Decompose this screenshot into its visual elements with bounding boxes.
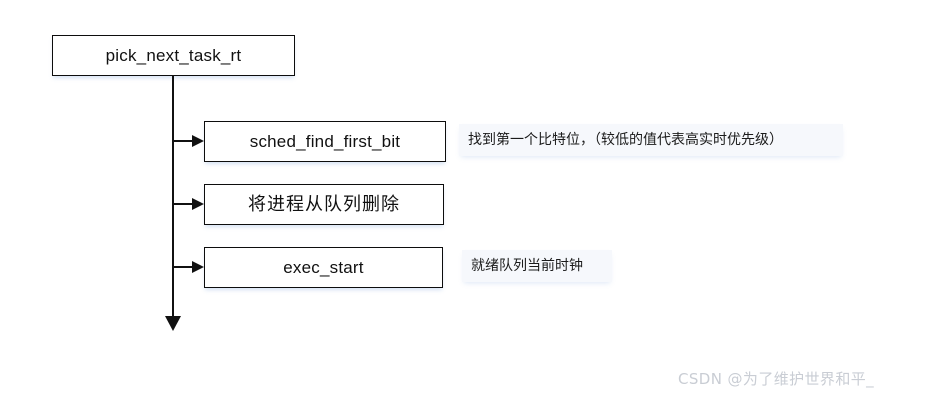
annotation-sched-find-first-bit: 找到第一个比特位，（较低的值代表高实时优先级） <box>459 124 843 156</box>
branch-connector-line-1 <box>173 140 193 143</box>
branch-connector-line-2 <box>173 203 193 206</box>
flow-node-label: 将进程从队列删除 <box>248 193 400 215</box>
annotation-text: 找到第一个比特位，（较低的值代表高实时优先级） <box>468 132 783 148</box>
arrow-right-icon-3 <box>192 260 204 273</box>
flow-node-dequeue-task: 将进程从队列删除 <box>204 184 444 225</box>
arrow-right-icon-1 <box>192 134 204 147</box>
flow-node-sched-find-first-bit: sched_find_first_bit <box>204 121 446 162</box>
flow-node-label: exec_start <box>283 258 364 277</box>
watermark-text: CSDN @为了维护世界和平_ <box>678 370 875 388</box>
annotation-text: 就绪队列当前时钟 <box>471 258 583 274</box>
arrow-down-icon-exit <box>165 316 181 331</box>
flow-node-label: pick_next_task_rt <box>105 46 242 65</box>
trunk-connector-line <box>172 75 175 318</box>
flow-node-exec-start: exec_start <box>204 247 443 288</box>
flow-node-label: sched_find_first_bit <box>249 132 401 151</box>
flow-node-pick-next-task-rt: pick_next_task_rt <box>52 35 295 76</box>
branch-connector-line-3 <box>173 266 193 269</box>
arrow-right-icon-2 <box>192 197 204 210</box>
annotation-exec-start: 就绪队列当前时钟 <box>462 250 612 282</box>
